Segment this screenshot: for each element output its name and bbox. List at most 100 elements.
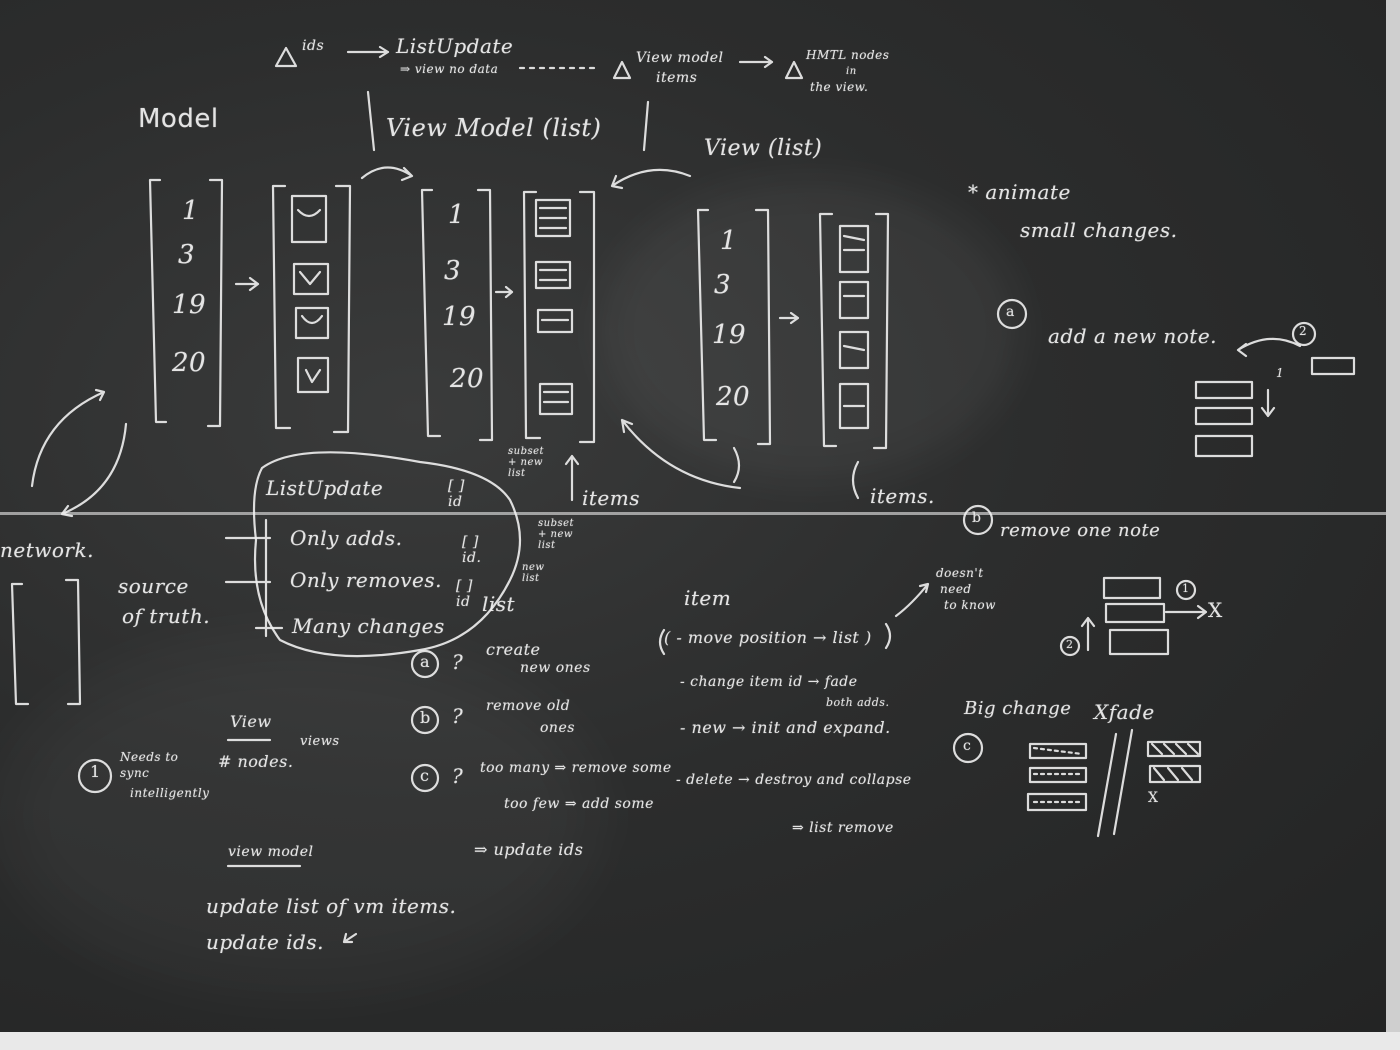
x-mark: X xyxy=(1148,790,1159,806)
view-model-note: view model xyxy=(228,844,314,860)
model-heading: Model xyxy=(138,104,219,134)
vm-number: 3 xyxy=(444,256,462,286)
curved-arrow xyxy=(732,446,741,484)
id-suffix: [ ] id. xyxy=(462,534,482,566)
curved-arrow xyxy=(360,166,414,182)
delta-icon xyxy=(274,46,298,68)
view-number: 3 xyxy=(714,270,732,300)
big-change-label: Big change xyxy=(964,698,1072,719)
step-two: 2 xyxy=(1299,324,1308,338)
arrow-icon xyxy=(564,454,580,502)
model-number: 20 xyxy=(172,348,207,378)
items-label: items xyxy=(656,70,698,86)
small-changes-note: small changes. xyxy=(1020,218,1178,242)
curved-arrow xyxy=(620,418,742,490)
question-mark: ? xyxy=(452,704,464,728)
step-two: 2 xyxy=(1066,638,1074,651)
curved-arrow xyxy=(60,422,128,518)
views-note: views xyxy=(300,734,340,749)
case-c-line: too few ⇒ add some xyxy=(504,796,654,812)
needs-sync: intelligently xyxy=(130,786,210,800)
item-heading: item xyxy=(684,586,732,610)
needs-sync: sync xyxy=(120,766,150,780)
arrow-icon xyxy=(234,276,260,292)
marker-a-right: a xyxy=(1006,304,1015,320)
marker-b: b xyxy=(420,708,431,727)
vm-items-bracket xyxy=(522,190,542,440)
board-seam xyxy=(0,512,1386,515)
curved-arrow xyxy=(851,460,860,500)
icons-bracket xyxy=(271,184,292,430)
update-list-note: update list of vm items. xyxy=(206,894,457,918)
arrow-icon xyxy=(346,45,390,59)
view-bracket xyxy=(754,208,772,446)
list-update-row: Many changes xyxy=(292,614,445,638)
remove-note-label: remove one note xyxy=(1000,520,1161,541)
in-label: in xyxy=(846,66,857,77)
view-note: View xyxy=(230,712,272,731)
case-a-line: new ones xyxy=(520,660,591,676)
id-suffix: [ ] id xyxy=(456,578,473,610)
view-heading: View (list) xyxy=(704,136,823,161)
eraser-smudge xyxy=(600,180,1020,480)
marker-a: a xyxy=(420,652,431,671)
list-update-row: Only removes. xyxy=(290,568,442,592)
curved-arrow xyxy=(610,168,692,190)
animate-note: * animate xyxy=(968,180,1071,204)
items-label: items. xyxy=(870,484,935,508)
list-update-bubble xyxy=(252,451,522,658)
item-row: - delete → destroy and collapse xyxy=(676,772,912,788)
model-bracket xyxy=(206,178,224,428)
step-one: 1 xyxy=(1182,582,1190,595)
source-bracket xyxy=(64,578,82,706)
item-row: - new → init and expand. xyxy=(680,718,891,737)
list-update-title: ListUpdate xyxy=(266,476,384,500)
view-items-bracket xyxy=(818,212,838,448)
list-word: list xyxy=(482,592,516,616)
marker-c-right: c xyxy=(963,738,972,754)
case-a-line: create xyxy=(486,640,541,659)
question-mark: ? xyxy=(452,764,464,788)
model-number: 1 xyxy=(182,196,200,226)
truth-label: of truth. xyxy=(122,604,211,628)
update-ids-line: ⇒ update ids xyxy=(474,840,584,859)
both-adds: both adds. xyxy=(826,696,890,709)
chalk-drawings xyxy=(0,0,1386,1032)
vm-number: 19 xyxy=(442,302,477,332)
model-bracket xyxy=(148,178,168,424)
network-label: network. xyxy=(0,538,94,562)
curved-arrow xyxy=(30,388,106,488)
html-nodes-label: HMTL nodes xyxy=(806,48,890,62)
nodes-note: # nodes. xyxy=(218,752,294,771)
marker-b-right: b xyxy=(972,510,982,526)
subset-label: subset + new list xyxy=(538,518,575,551)
view-number: 1 xyxy=(720,226,738,256)
question-mark: ? xyxy=(452,650,464,674)
view-model-label: View model xyxy=(636,50,724,66)
ids-label: ids xyxy=(302,38,325,54)
arrow-icon xyxy=(494,285,514,299)
icons-bracket xyxy=(332,184,352,434)
model-number: 19 xyxy=(172,290,207,320)
item-row: ( - move position → list ) xyxy=(664,628,872,647)
case-b-line: ones xyxy=(540,720,575,736)
id-suffix: [ ] id xyxy=(448,478,465,510)
doesnt-know: need xyxy=(940,582,972,596)
source-label: source xyxy=(118,574,189,598)
subset-label: new list xyxy=(522,562,545,584)
step-one-marker: 1 xyxy=(90,762,101,781)
list-update-top: ListUpdate xyxy=(396,34,514,58)
divider xyxy=(642,100,650,152)
list-update-row: Only adds. xyxy=(290,526,403,550)
step-one: 1 xyxy=(1276,366,1285,380)
view-model-heading: View Model (list) xyxy=(386,114,602,142)
add-note-label: add a new note. xyxy=(1048,324,1218,348)
vm-bracket xyxy=(420,188,442,438)
vm-number: 20 xyxy=(450,364,485,394)
delta-icon xyxy=(612,60,632,80)
needs-sync: Needs to xyxy=(120,750,179,764)
arrow-icon xyxy=(778,311,800,325)
items-label: items xyxy=(582,486,640,510)
update-ids-note: update ids. xyxy=(206,930,324,954)
